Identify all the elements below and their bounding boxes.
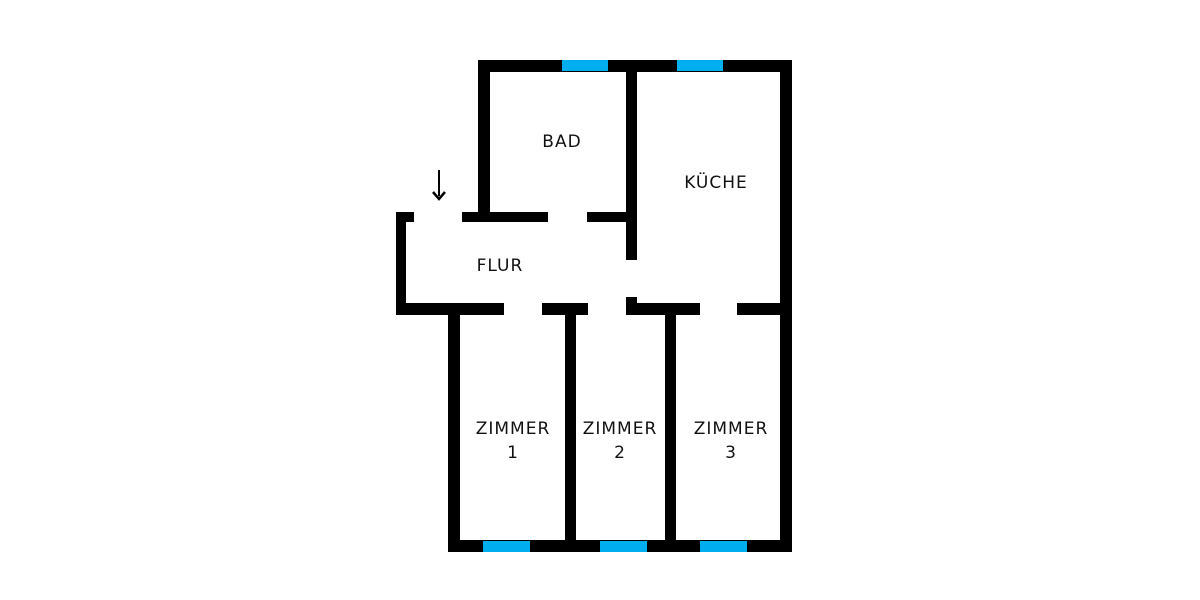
wall-zimmer2-3 [665,303,676,552]
room-label-zimmer3: ZIMMER 3 [686,417,776,465]
room-label-zimmer2: ZIMMER 2 [575,417,665,465]
wall-bad-left [478,60,490,222]
wall-zimmer1-2 [565,303,576,552]
room-name: ZIMMER [475,419,551,439]
wall-bad-kueche [626,60,637,260]
wall-zimmer1-left [448,303,460,552]
wall-flur-top-3 [587,212,637,222]
wall-stub [626,297,637,307]
room-label-flur: FLUR [476,256,524,276]
window-zimmer1 [483,541,530,552]
wall-flur-bottom-4 [737,303,792,315]
room-label-kueche: KÜCHE [684,173,748,193]
room-label-bad: BAD [542,132,582,152]
room-label-zimmer1: ZIMMER 1 [468,417,558,465]
wall-flur-left [396,212,406,315]
window-zimmer2 [600,541,647,552]
window-bad [562,60,608,71]
room-name: ZIMMER [582,419,658,439]
room-number: 2 [614,443,626,463]
room-number: 1 [507,443,519,463]
window-zimmer3 [700,541,747,552]
room-number: 3 [725,443,737,463]
room-name: ZIMMER [693,419,769,439]
wall-flur-top-2 [462,212,548,222]
window-kueche [677,60,723,71]
wall-flur-bottom-3 [626,303,700,315]
arrow-down-icon [432,170,446,201]
